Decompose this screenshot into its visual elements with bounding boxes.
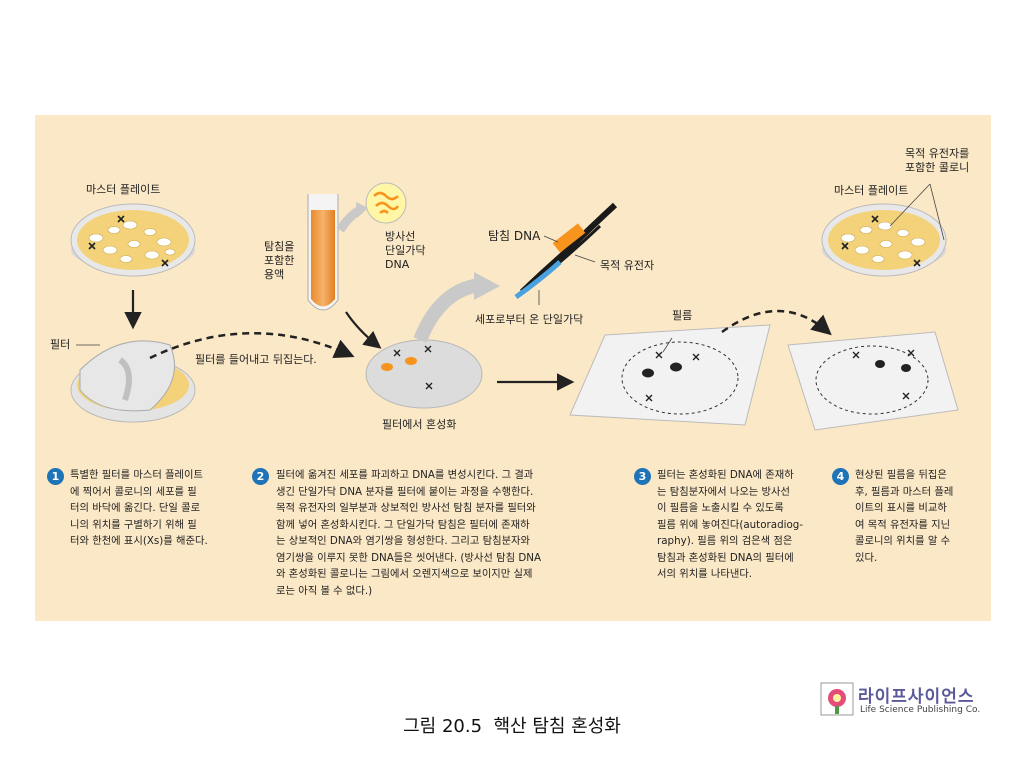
publisher-logo: 라이프사이언스 Life Science Publishing Co. — [820, 680, 995, 722]
radioactive-dna-illustration — [365, 182, 407, 224]
step-3-text: 필터는 혼성화된 DNA에 존재하 는 탐침분자에서 나오는 방사선 이 필름을… — [657, 467, 827, 583]
step-3-badge: 3 — [634, 468, 651, 485]
dna-strand-illustration — [514, 202, 618, 305]
filter-dish-illustration — [70, 340, 196, 423]
hybridize-filter-label: 필터에서 혼성화 — [382, 418, 457, 431]
probe-tube-label: 탐침을 포함한 용액 — [264, 240, 295, 281]
step-4-text: 현상된 필름을 뒤집은 후, 필름과 마스터 플레 이트의 표시를 비교하 여 … — [855, 467, 985, 566]
master-plate-right-label: 마스터 플레이트 — [834, 184, 909, 197]
step-2-paragraph: 필터에 옮겨진 세포를 파괴하고 DNA를 변성시킨다. 그 결과 생긴 단일가… — [276, 469, 542, 597]
master-plate-right-illustration — [821, 183, 947, 277]
step-4-badge: 4 — [832, 468, 849, 485]
step-1-paragraph: 특별한 필터를 마스터 플레이트 에 찍어서 콜로니의 세포를 필 터의 바닥에… — [70, 469, 208, 547]
film-label: 필름 — [672, 309, 693, 322]
publisher-korean-name: 라이프사이언스 — [858, 687, 975, 707]
master-plate-left-label: 마스터 플레이트 — [86, 183, 161, 196]
publisher-emblem-icon — [820, 682, 854, 716]
probe-dna-label: 탐침 DNA — [488, 229, 541, 243]
target-gene-label: 목적 유전자 — [600, 259, 655, 272]
master-plate-left-illustration — [70, 203, 196, 277]
step-3-paragraph: 필터는 혼성화된 DNA에 존재하 는 탐침분자에서 나오는 방사선 이 필름을… — [657, 469, 804, 580]
publisher-english-name: Life Science Publishing Co. — [860, 705, 981, 715]
film-1-illustration — [569, 324, 771, 426]
flip-filter-label: 필터를 들어내고 뒤집는다. — [195, 353, 317, 366]
cell-strand-label: 세포로부터 온 단일가닥 — [475, 313, 584, 326]
step-4-paragraph: 현상된 필름을 뒤집은 후, 필름과 마스터 플레 이트의 표시를 비교하 여 … — [855, 469, 954, 564]
step-1-text: 특별한 필터를 마스터 플레이트 에 찍어서 콜로니의 세포를 필 터의 바닥에… — [70, 467, 240, 550]
filter-label: 필터 — [50, 338, 71, 351]
figure-caption: 그림 20.5 핵산 탐침 혼성화 — [403, 716, 621, 737]
test-tube-illustration — [302, 188, 344, 318]
target-colony-label: 목적 유전자를 포함한 콜로니 — [905, 147, 970, 174]
film-2-illustration — [787, 331, 959, 431]
step-2-badge: 2 — [252, 468, 269, 485]
step-2-text: 필터에 옮겨진 세포를 파괴하고 DNA를 변성시킨다. 그 결과 생긴 단일가… — [276, 467, 606, 599]
radioactive-dna-label: 방사선 단일가닥 DNA — [385, 230, 426, 271]
step-1-badge: 1 — [47, 468, 64, 485]
hybridization-filter-illustration — [365, 339, 483, 409]
